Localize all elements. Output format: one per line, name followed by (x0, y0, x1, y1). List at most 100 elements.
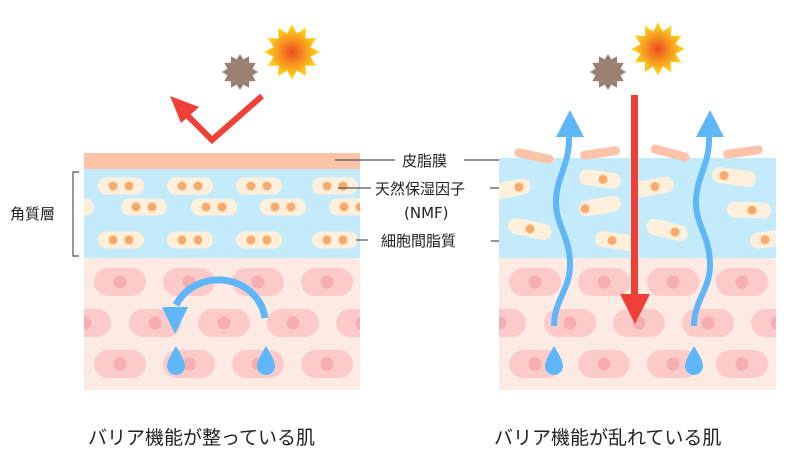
cell-nucleus (666, 357, 680, 371)
sebum-label: 皮脂膜 (402, 152, 448, 170)
nmf-abbr-label: (NMF) (404, 204, 449, 222)
nmf-dot (124, 235, 134, 245)
corneocyte (312, 177, 358, 195)
water-drop-icon (167, 346, 185, 375)
sebum-fragment (723, 145, 763, 159)
uv-penetrate-arrow (631, 95, 638, 295)
stratum-corneum-label: 角質層 (10, 205, 56, 223)
nmf-dot (580, 204, 590, 214)
sun-icon (631, 22, 685, 76)
nmf-dot (246, 181, 256, 191)
cell-nucleus (113, 357, 127, 371)
cell-nucleus (251, 275, 265, 289)
nmf-dot (217, 202, 227, 212)
cell-nucleus (182, 357, 196, 371)
nmf-dot (747, 205, 757, 215)
nmf-dot (670, 227, 680, 237)
sebum-layer (84, 153, 360, 169)
sun-rays (631, 22, 685, 76)
skin-cell (336, 309, 360, 337)
corneocyte (312, 231, 358, 249)
nmf-dot (147, 202, 157, 212)
nmf-dot (525, 224, 535, 234)
corneocyte (750, 229, 776, 249)
cell-nucleus (320, 275, 334, 289)
corneocyte (84, 198, 94, 216)
cell-nucleus (770, 316, 776, 330)
corneocyte (167, 231, 213, 249)
cell-nucleus (320, 357, 334, 371)
cell-nucleus (217, 316, 231, 330)
nmf-dot (124, 181, 134, 191)
cell-nucleus (563, 316, 577, 330)
nmf-dot (108, 181, 118, 191)
skin-cell (499, 309, 526, 337)
cell-nucleus (528, 357, 542, 371)
sun-icon (264, 24, 320, 80)
nmf-dot (355, 202, 360, 212)
nmf-dot (262, 235, 272, 245)
skin-cell (84, 309, 111, 337)
cell-nucleus (597, 357, 611, 371)
nmf-dot (59, 203, 68, 212)
uv-reflect-arrow (177, 93, 264, 145)
stratum-bracket (72, 171, 79, 257)
nmf-dot (108, 235, 118, 245)
nmf-dot (286, 202, 296, 212)
nmf-dot (598, 174, 608, 184)
nmf-dot (262, 181, 272, 191)
moisture-cycle-arrow (172, 276, 269, 319)
nmf-dot (322, 235, 332, 245)
nmf-dot (719, 171, 729, 181)
nmf-dot (514, 182, 524, 192)
nmf-dot (193, 235, 203, 245)
corneocyte (236, 177, 282, 195)
corneocyte (121, 198, 167, 216)
skin-cells (499, 268, 776, 378)
water-drop-icon (545, 346, 563, 375)
nmf-dot (339, 202, 349, 212)
cell-nucleus (286, 316, 300, 330)
cell-nucleus (84, 316, 92, 330)
corneocyte (98, 231, 144, 249)
nmf-dot (338, 235, 348, 245)
corneocyte (260, 198, 306, 216)
moisture-arrowhead (162, 307, 188, 334)
corneocyte (236, 231, 282, 249)
water-evaporation-arrow (551, 134, 574, 327)
nmf-dot (75, 203, 84, 212)
nmf-dot (246, 235, 256, 245)
cell-nucleus (735, 357, 749, 371)
cell-nucleus (735, 275, 749, 289)
nmf-dot (131, 202, 141, 212)
uv-reflect-arrowhead (170, 96, 199, 123)
nmf-dot (177, 235, 187, 245)
corneocyte (329, 198, 360, 216)
healthy-skin-panel (59, 153, 360, 390)
sebum-fragment (650, 144, 690, 162)
disordered-corneocytes (499, 144, 776, 251)
dust-shape (222, 54, 258, 90)
water-drop-icon (685, 346, 703, 375)
nmf-dot (177, 181, 187, 191)
nmf-dot (201, 202, 211, 212)
dust-shape (590, 54, 626, 90)
cell-nucleus (148, 316, 162, 330)
nmf-dot (338, 181, 348, 191)
cell-nucleus (499, 316, 507, 330)
dust-particle-icon (222, 54, 258, 90)
cell-nucleus (701, 316, 715, 330)
sun-rays (264, 24, 320, 80)
nmf-dot (322, 181, 332, 191)
corneocyte (98, 177, 144, 195)
healthy-skin-caption: バリア機能が整っている肌 (88, 427, 316, 449)
cell-nucleus (528, 275, 542, 289)
water-drop-icon (257, 346, 275, 375)
cell-nucleus (355, 316, 360, 330)
corneocyte (579, 195, 621, 217)
corneocyte (191, 198, 237, 216)
evaporation-arrowhead (556, 110, 584, 137)
nmf-label: 天然保湿因子 (375, 180, 466, 198)
nmf-dot (650, 182, 660, 192)
